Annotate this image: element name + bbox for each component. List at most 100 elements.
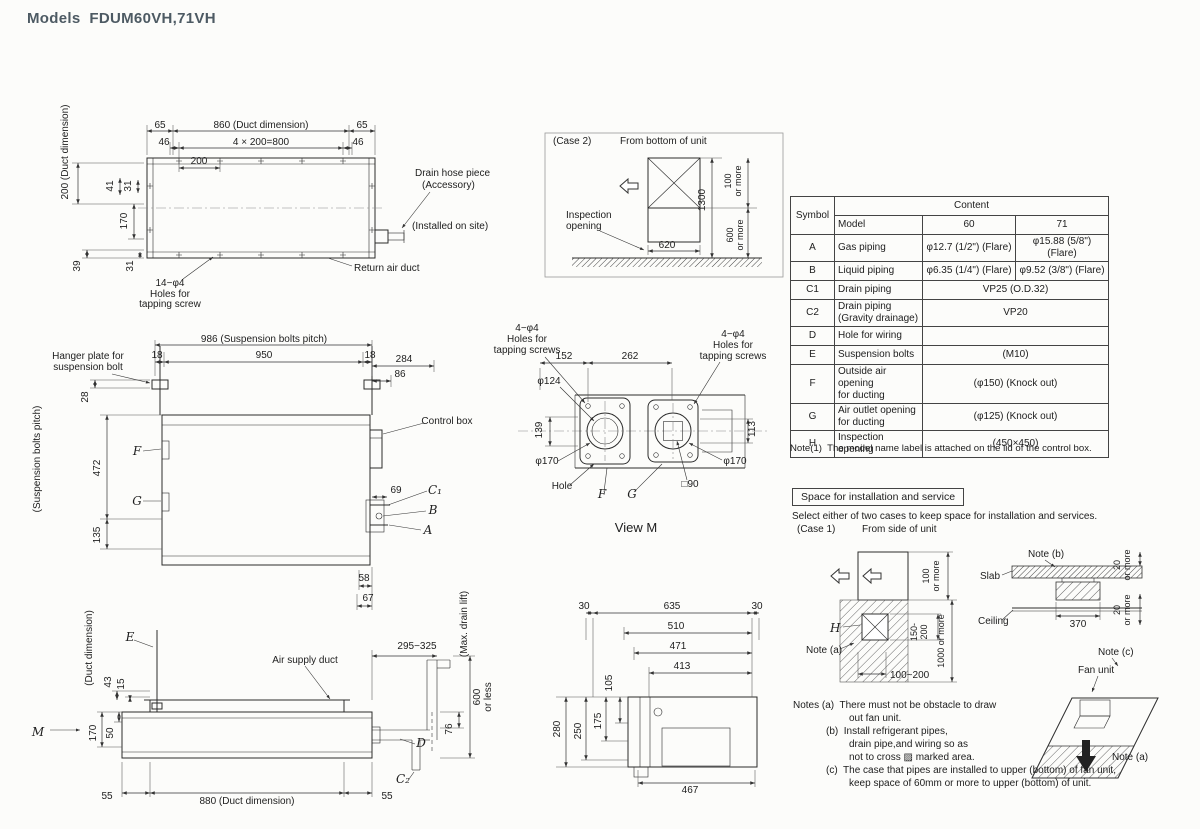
dim-250: 250 <box>573 722 584 739</box>
dim-150: 150- <box>909 623 919 641</box>
dim-86: 86 <box>394 369 406 380</box>
symbol-F-viewm: F <box>597 487 607 501</box>
control-box <box>369 429 383 469</box>
drain-hose-piece <box>374 229 389 244</box>
value-span-cell: VP25 (O.D.32) <box>922 280 1109 300</box>
dim-39: 39 <box>72 260 83 272</box>
dim-135: 135 <box>92 526 103 543</box>
note-line-3: (b) Install refrigerant pipes, <box>826 726 948 737</box>
symbol-cell: D <box>790 326 835 346</box>
dim-860: 860 (Duct dimension) <box>213 120 308 131</box>
note-a-ref-2: Note (a) <box>1112 752 1148 763</box>
dim-472: 472 <box>92 459 103 476</box>
dim-600b: 600 <box>725 227 735 242</box>
dim-58: 58 <box>358 573 370 584</box>
label-4phi4-left: 4−φ4 <box>515 323 539 334</box>
dim-152: 152 <box>556 351 573 362</box>
view-m: 4−φ4 Holes for tapping screws 152 262 4−… <box>494 323 768 535</box>
dim-65-right: 65 <box>356 120 368 131</box>
symbol-C1: C₁ <box>428 483 442 497</box>
note-b-ref: Note (b) <box>1028 549 1064 560</box>
label-cell: Air outlet opening for ducting <box>834 403 923 431</box>
case1-figure: (Case 1) From side of unit H Note (a) <box>797 524 1159 779</box>
symbol-cell: B <box>790 261 835 281</box>
top-view-dimensions <box>72 125 431 280</box>
dim-20-bottom: 20 <box>1112 605 1122 615</box>
table-row-D: D Hole for wiring <box>790 326 1109 346</box>
col-header-symbol: Symbol <box>790 196 835 235</box>
symbol-E: E <box>125 630 135 644</box>
value-span-cell: (450×450) <box>922 430 1109 458</box>
dim-18-right: 18 <box>364 350 376 361</box>
label-hanger-plate-1: Hanger plate for <box>52 351 124 362</box>
dim-413: 413 <box>674 661 691 672</box>
dim-20-top-or-more: or more <box>1122 549 1132 580</box>
dim-471: 471 <box>670 641 687 652</box>
dim-65-left: 65 <box>154 120 166 131</box>
dim-139: 139 <box>534 421 545 438</box>
symbol-A: A <box>423 523 433 537</box>
dim-18-left: 18 <box>151 350 163 361</box>
dim-880: 880 (Duct dimension) <box>199 796 294 807</box>
symbol-cell: C1 <box>790 280 835 300</box>
note-a-ref: Note (a) <box>806 645 842 656</box>
dim-284: 284 <box>396 354 413 365</box>
dim-31-top: 31 <box>123 180 134 192</box>
opening-f-outer <box>586 412 624 450</box>
symbol-B: B <box>428 503 438 517</box>
dim-30-right: 30 <box>751 601 763 612</box>
table-row-B: B Liquid piping φ6.35 (1/4") (Flare) φ9.… <box>790 261 1109 281</box>
case1-label: (Case 1) <box>797 524 835 535</box>
dim-15: 15 <box>116 678 127 690</box>
knockout-F <box>161 440 170 460</box>
symbol-D: D <box>415 736 426 750</box>
dim-600: 600 <box>472 688 483 705</box>
table-subheader-row: Model 60 71 <box>791 215 1109 235</box>
dim-phi124: φ124 <box>537 376 561 387</box>
note-line-6: (c) The case that pipes are installed to… <box>826 765 1116 776</box>
label-cell: Hole for wiring <box>834 326 923 346</box>
label-holes-for: Holes for <box>150 289 191 300</box>
dim-55-left: 55 <box>101 791 113 802</box>
dim-262: 262 <box>622 351 639 362</box>
dim-30-left: 30 <box>578 601 590 612</box>
dim-100: 100 <box>723 173 733 188</box>
label-tapping-screws-left: tapping screws <box>494 345 561 356</box>
dim-20-bottom-or-more: or more <box>1122 594 1132 625</box>
value-60-cell: φ6.35 (1/4") (Flare) <box>922 261 1016 281</box>
label-cell: Suspension bolts <box>834 345 923 365</box>
symbol-G: G <box>132 494 142 508</box>
table-row-F: F Outside air opening for ducting (φ150)… <box>790 364 1109 404</box>
label-cell: Outside air opening for ducting <box>834 364 923 404</box>
table-header-row: Symbol Content <box>790 196 1109 235</box>
label-fan-unit: Fan unit <box>1078 665 1114 676</box>
dim-100-c1: 100 <box>921 568 931 583</box>
dim-20-top: 20 <box>1112 560 1122 570</box>
table-note: Note(1) The model name label is attached… <box>790 443 1092 454</box>
dim-1300: 1300 <box>697 188 708 211</box>
install-notes: Notes (a) There must not be obstacle to … <box>793 699 1193 790</box>
value-71-cell: φ15.88 (5/8") (Flare) <box>1015 234 1109 262</box>
top-view: 65 860 (Duct dimension) 65 46 4 × 200=80… <box>60 104 490 310</box>
table-row-E: E Suspension bolts (M10) <box>790 345 1109 365</box>
dim-467: 467 <box>682 785 699 796</box>
label-line-1: Drain piping <box>838 301 892 312</box>
install-title-box: Space for installation and service <box>792 488 965 506</box>
dim-200b: 200 <box>919 624 929 639</box>
mounting-plate-right <box>647 399 699 463</box>
install-intro: Select either of two cases to keep space… <box>792 511 1098 522</box>
dim-170-side: 170 <box>88 724 99 741</box>
symbol-cell: G <box>790 403 835 431</box>
table-row-C1: C1 Drain piping VP25 (O.D.32) <box>790 280 1109 300</box>
label-suspension-bolts-pitch: (Suspension bolts pitch) <box>32 406 43 513</box>
dim-67: 67 <box>362 593 374 604</box>
note-line-5: not to cross ▨ marked area. <box>849 752 975 763</box>
symbol-F: F <box>132 444 142 458</box>
case2-title: From bottom of unit <box>620 136 707 147</box>
label-line-2: for ducting <box>838 390 885 401</box>
air-supply-duct-flange <box>149 699 345 713</box>
symbol-cell: F <box>790 364 835 404</box>
label-hanger-plate-2: suspension bolt <box>53 362 123 373</box>
page-title: Models FDUM60VH,71VH <box>27 10 216 27</box>
dim-950: 950 <box>256 350 273 361</box>
